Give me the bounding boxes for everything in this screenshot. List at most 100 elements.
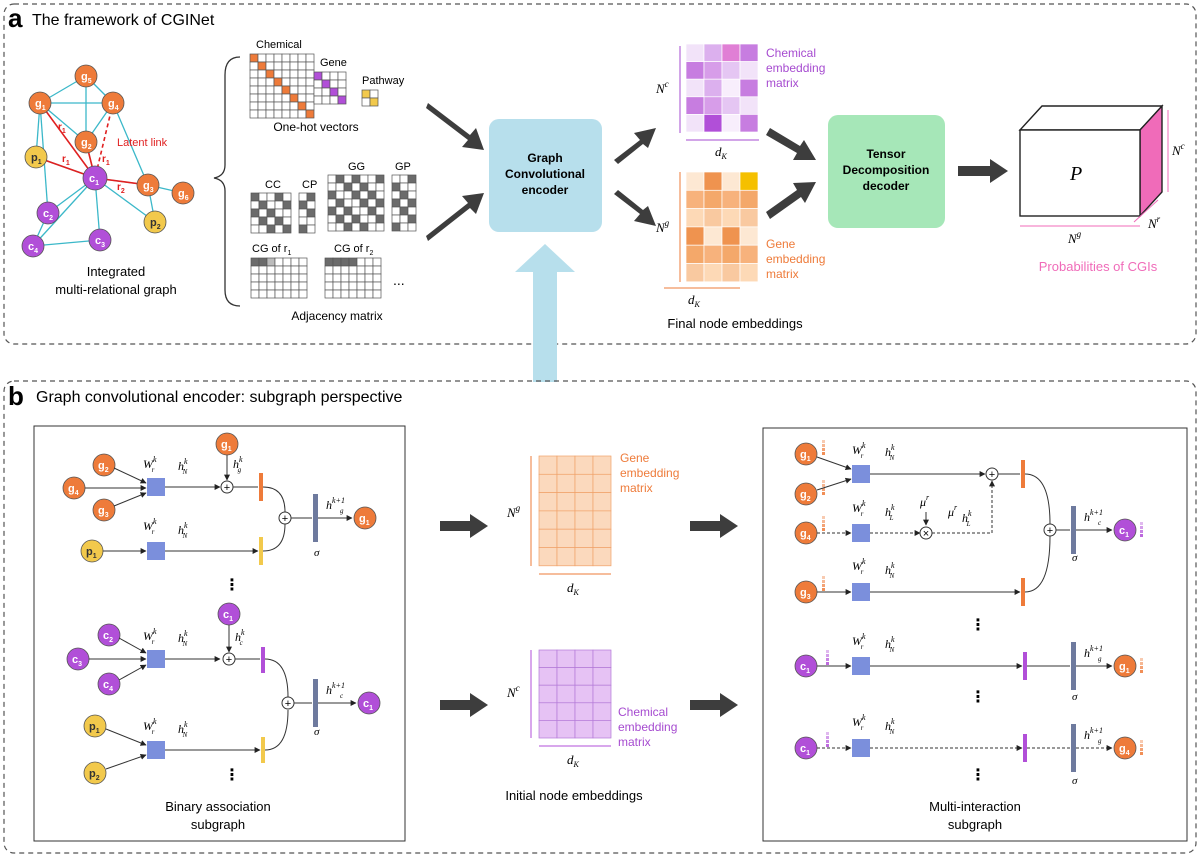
node-subscript: 4 (109, 686, 113, 693)
feature-bar (259, 537, 263, 565)
panel-b-title: Graph convolutional encoder: subgraph pe… (36, 389, 403, 406)
matrix-cell (340, 289, 350, 299)
arrow-encoder-to-chemical (614, 128, 656, 164)
subscript: r (152, 728, 155, 736)
node-g3: g3 (794, 580, 818, 604)
subscript: c (1098, 519, 1102, 527)
matrix-cell (399, 174, 409, 184)
node-c4: c4 (21, 234, 45, 258)
matrix-cell (290, 273, 300, 283)
superscript: k (862, 499, 866, 508)
panel-a: a The framework of CGINet (3, 3, 1197, 345)
superscript: k+1 (1090, 726, 1103, 735)
matrix-cell (335, 198, 345, 208)
matrix-cell (321, 71, 331, 81)
matrix-cell (685, 61, 705, 80)
matrix-cell (538, 510, 558, 530)
matrix-cell (375, 198, 385, 208)
svg-text:g4: g4 (108, 98, 119, 112)
feature-bar (313, 494, 318, 542)
weight-block (852, 524, 870, 542)
sigma-label: σ (314, 547, 320, 559)
node-g2: g2 (74, 130, 98, 154)
matrix-cell (703, 171, 723, 191)
initial-gene-label-1: Gene (620, 451, 650, 465)
matrix-cell (556, 455, 576, 475)
superscript: r (954, 503, 958, 512)
matrix-cell (249, 85, 259, 95)
subscript: g (1098, 737, 1102, 745)
subscript: L (966, 520, 971, 528)
matrix-cell (249, 53, 259, 63)
matrix-cell (298, 273, 308, 283)
node-subscript: 2 (109, 637, 113, 644)
chem-matrix-label-3: matrix (766, 76, 799, 90)
matrix-cell (685, 226, 705, 246)
matrix-cell (327, 190, 337, 200)
matrix-cell (391, 206, 401, 216)
edge (113, 492, 147, 507)
adj-cg2-matrix (324, 257, 382, 299)
subscript: N (182, 731, 188, 739)
matrix-cell (313, 79, 323, 89)
onehot-pathway-label: Pathway (362, 75, 405, 87)
matrix-cell (281, 109, 291, 119)
matrix-cell (305, 109, 315, 119)
mini-feature (1140, 752, 1143, 755)
matrix-cell (305, 101, 315, 111)
matrix-cell (372, 265, 382, 275)
arrow-gene-to-multi (690, 514, 738, 538)
onehot-chemical-label: Chemical (256, 39, 302, 51)
matrix-cell (343, 206, 353, 216)
matrix-cell (298, 192, 308, 202)
brace (213, 56, 241, 307)
matrix-cell (327, 206, 337, 216)
matrix-cell (298, 257, 308, 267)
matrix-cell (364, 273, 374, 283)
matrix-cell (348, 273, 358, 283)
matrix-cell (289, 109, 299, 119)
nr-label-tensor: Nr (1147, 214, 1161, 231)
node-subscript: 4 (75, 490, 79, 497)
svg-text:p1: p1 (31, 152, 42, 166)
matrix-cell (721, 189, 741, 209)
feature-bar (261, 647, 265, 673)
matrix-cell (721, 263, 741, 283)
arrow-chem-to-multi (690, 693, 738, 717)
matrix-cell (391, 214, 401, 224)
matrix-cell (556, 702, 576, 721)
subscript: N (889, 454, 895, 462)
node-circle (83, 761, 107, 785)
matrix-cell (258, 192, 268, 202)
matrix-cell (335, 222, 345, 232)
matrix-cell (266, 216, 276, 226)
edge (113, 467, 147, 484)
node-circle (92, 498, 116, 522)
aggregate-symbol: + (989, 469, 995, 481)
matrix-cell (313, 95, 323, 105)
matrix-cell (289, 101, 299, 111)
matrix-cell (592, 455, 612, 475)
final-embeddings-caption: Final node embeddings (667, 316, 803, 331)
matrix-cell (324, 281, 334, 291)
weight-block (147, 542, 165, 560)
latent-link-line (94, 102, 114, 179)
attention-weighted-label: μr (947, 503, 958, 519)
weight-block (852, 657, 870, 675)
matrix-cell (306, 192, 316, 202)
matrix-cell (281, 61, 291, 71)
node-p1: p1 (80, 539, 104, 563)
gene-matrix-label-3: matrix (766, 267, 799, 281)
node-label: g4 (68, 483, 79, 497)
superscript: k (891, 717, 895, 726)
feature-bar (313, 679, 318, 727)
matrix-cell (313, 87, 323, 97)
matrix-cell (274, 273, 284, 283)
superscript: k (184, 457, 188, 466)
matrix-cell (266, 273, 276, 283)
matrix-cell (375, 174, 385, 184)
binary-subgraph-box (33, 425, 406, 842)
matrix-cell (266, 281, 276, 291)
nc-label-tensor: Nc (1171, 141, 1185, 158)
